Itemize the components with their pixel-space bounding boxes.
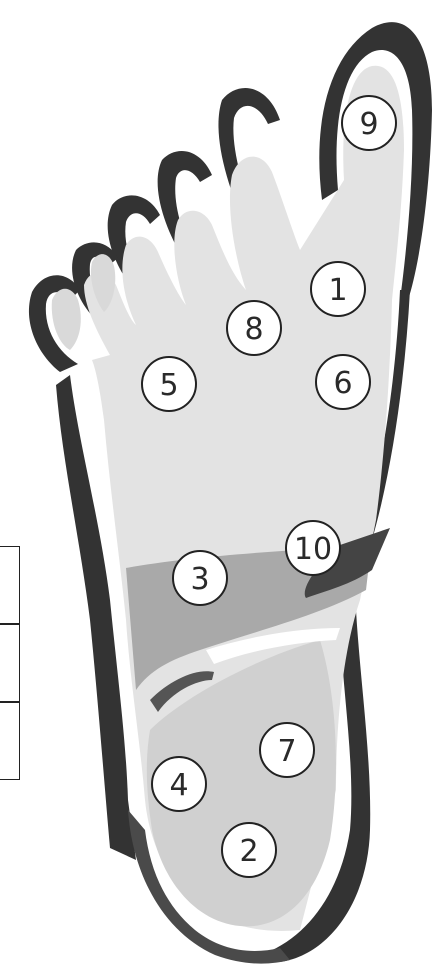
- point-9: 9: [342, 96, 396, 150]
- point-5-label: 5: [159, 368, 178, 403]
- point-8: 8: [227, 301, 281, 355]
- point-10: 10: [286, 521, 340, 575]
- point-10-label: 10: [294, 532, 332, 567]
- point-3: 3: [173, 551, 227, 605]
- point-2-label: 2: [239, 834, 258, 869]
- point-4-label: 4: [169, 768, 188, 803]
- point-2: 2: [222, 823, 276, 877]
- point-8-label: 8: [244, 312, 263, 347]
- toe-pad-5: [52, 289, 81, 350]
- point-1-label: 1: [328, 273, 347, 308]
- point-3-label: 3: [190, 562, 209, 597]
- point-5: 5: [142, 357, 196, 411]
- point-1: 1: [311, 262, 365, 316]
- point-7-label: 7: [277, 734, 296, 769]
- point-7: 7: [260, 723, 314, 777]
- point-4: 4: [152, 757, 206, 811]
- point-6-label: 6: [333, 366, 352, 401]
- point-9-label: 9: [359, 107, 378, 142]
- point-6: 6: [316, 355, 370, 409]
